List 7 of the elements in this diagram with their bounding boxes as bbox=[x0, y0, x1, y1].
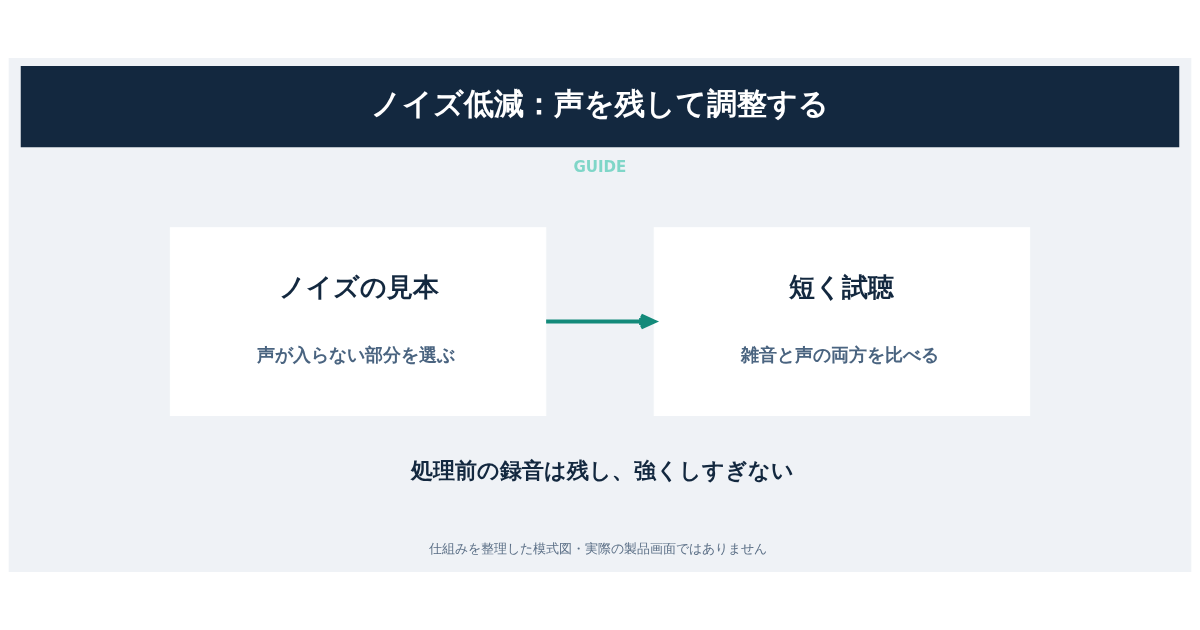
arrow bbox=[546, 313, 657, 330]
diagram-title: ノイズ低減：声を残して調整する bbox=[370, 85, 829, 121]
node-box: 短く試聴 雑音と声の両方を比べる bbox=[653, 227, 1031, 416]
label: 処理前の録音は残し、強くしすぎない bbox=[410, 458, 794, 484]
label: GUIDE bbox=[573, 157, 627, 176]
node-box: ノイズの見本 声が入らない部分を選ぶ bbox=[169, 227, 547, 416]
caption: 仕組みを整理した模式図・実際の製品画面ではありません bbox=[428, 541, 767, 557]
